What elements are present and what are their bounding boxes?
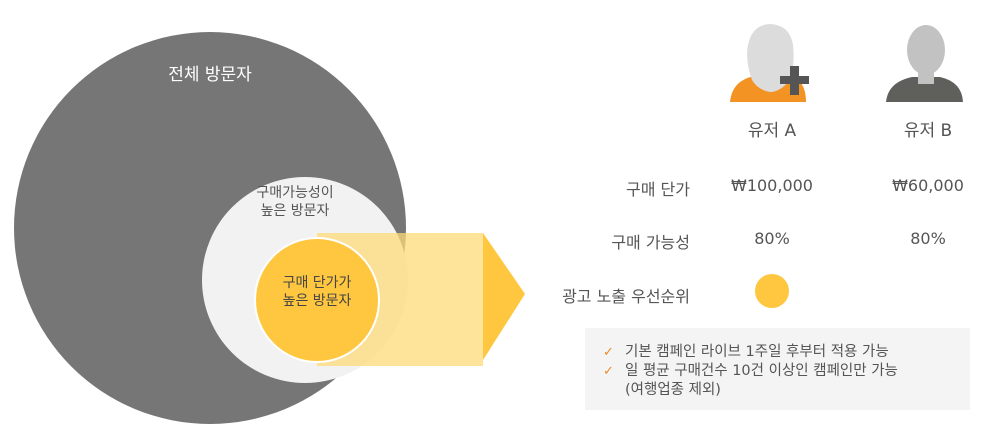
user-b-label: 유저 B (903, 121, 953, 141)
check-icon: ✓ (603, 345, 614, 360)
note-item: 일 평균 구매건수 10건 이상인 캠페인만 가능 (625, 363, 898, 379)
user-icon (886, 25, 963, 102)
notes-box: ✓ 기본 캠페인 라이브 1주일 후부터 적용 가능 ✓ 일 평균 구매건수 10건… (585, 328, 970, 410)
inner-label-line1: 구매 단가가 (282, 275, 352, 291)
inner-label: 구매 단가가 높은 방문자 (255, 274, 379, 310)
note-item-continuation: (여행업종 제외) (625, 382, 721, 398)
row-label-price: 구매 단가 (626, 180, 690, 199)
row-label-priority: 광고 노출 우선순위 (562, 287, 690, 306)
user-add-icon (730, 24, 809, 102)
user-a-likelihood: 80% (754, 229, 790, 248)
user-a-price: ₩100,000 (731, 176, 813, 195)
user-b-likelihood: 80% (910, 229, 946, 248)
outer-label: 전체 방문자 (168, 65, 252, 85)
user-b-price: ₩60,000 (892, 176, 964, 195)
note-item: 기본 캠페인 라이브 1주일 후부터 적용 가능 (625, 344, 889, 360)
inner-label-line2: 높은 방문자 (282, 293, 352, 309)
priority-dot (755, 274, 789, 308)
user-a-label: 유저 A (747, 121, 797, 141)
row-label-likelihood: 구매 가능성 (611, 233, 690, 252)
check-icon: ✓ (603, 364, 614, 379)
middle-label-line1: 구매가능성이 (256, 185, 334, 201)
high-price-circle (254, 237, 380, 363)
middle-label-line2: 높은 방문자 (260, 203, 330, 219)
middle-label: 구매가능성이 높은 방문자 (230, 184, 360, 220)
arrow-head (483, 233, 525, 360)
